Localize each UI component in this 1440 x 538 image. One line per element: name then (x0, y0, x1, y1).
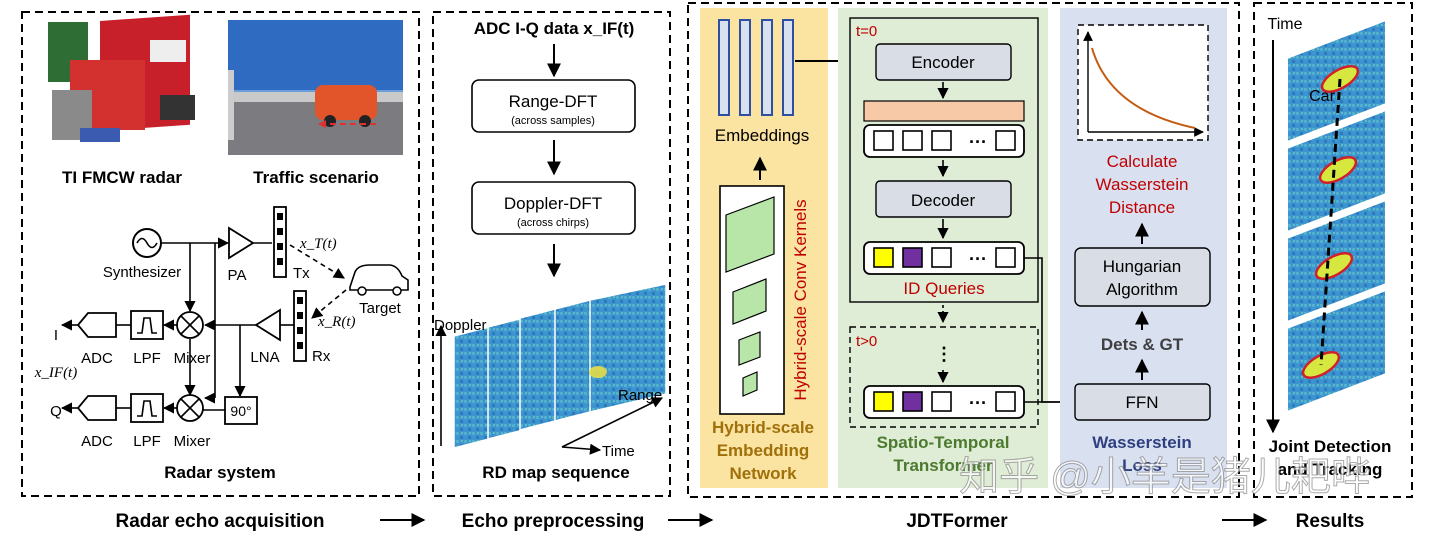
wasser-caption-1: Wasserstein (1092, 433, 1192, 452)
target-car-icon (349, 264, 409, 296)
i-output-label: I (54, 327, 58, 344)
axis-doppler-label: Doppler (434, 317, 487, 334)
hungarian-label-2: Algorithm (1106, 280, 1178, 299)
vertical-dots: ⋮ (935, 344, 953, 364)
ffn-box (1074, 383, 1211, 421)
watermark: 知乎 @小羊是猪儿耙哔 (959, 455, 1371, 499)
rd-map-stack (453, 283, 667, 449)
lpf-i-label: LPF (133, 350, 161, 367)
adc-iq-title: ADC I-Q data x_IF(t) (474, 19, 635, 38)
mixer-i-label: Mixer (174, 350, 211, 367)
st-caption-2: Transformer (893, 456, 993, 475)
rx-label: Rx (312, 348, 331, 365)
rd-map-caption: RD map sequence (482, 463, 629, 482)
target-label: Target (359, 300, 402, 317)
t-gt0-frame (849, 326, 1039, 428)
traffic-caption: Traffic scenario (253, 168, 379, 187)
tx-label: Tx (293, 265, 310, 282)
xt-signal-label: x_T(t) (299, 236, 337, 252)
adc-i-icon (76, 312, 117, 338)
panel-jdtformer-frame (687, 2, 1240, 498)
results-caption-1: Joint Detection (1269, 437, 1392, 456)
lna-amplifier-icon (254, 308, 281, 342)
phase-shifter-label: 90° (230, 403, 251, 419)
range-dft-label: Range-DFT (509, 92, 598, 111)
doppler-dft-sub: (across chirps) (517, 217, 589, 229)
conv-kernels (725, 196, 775, 397)
car-label: Car (1309, 88, 1335, 105)
id-queries-dots: ··· (969, 249, 987, 269)
doppler-dft-box (471, 181, 636, 235)
stage-preprocessing: Echo preprocessing (462, 511, 645, 532)
queries-tgt0-dots: ··· (969, 393, 987, 413)
wasser-caption-2: Loss (1122, 456, 1162, 475)
xif-output-label: x_IF(t) (34, 365, 77, 381)
synthesizer-label: Synthesizer (103, 264, 181, 281)
lpf-q-label: LPF (133, 433, 161, 450)
hybrid-caption-1: Hybrid-scale (712, 418, 814, 437)
encoder-box (875, 43, 1012, 81)
wasser-calc-2: Wasserstein (1096, 175, 1189, 194)
range-dft-sub: (across samples) (511, 115, 595, 127)
loss-curve (1091, 47, 1196, 129)
id-queries-label: ID Queries (903, 279, 984, 298)
tracked-detections (1301, 65, 1360, 379)
panel-preprocessing-frame (432, 11, 671, 497)
embedding-bars (718, 19, 794, 116)
ffn-label: FFN (1125, 393, 1158, 412)
q-output-label: Q (50, 403, 62, 420)
decoder-label: Decoder (911, 191, 976, 210)
stage-acquisition: Radar echo acquisition (115, 511, 324, 532)
traffic-scenario-image (228, 20, 403, 155)
panel-results-frame (1253, 2, 1413, 498)
wasser-calc-3: Distance (1109, 198, 1175, 217)
radar-caption: TI FMCW radar (62, 168, 182, 187)
lna-label: LNA (250, 349, 279, 366)
dets-gt-label: Dets & GT (1101, 335, 1184, 354)
t0-label: t=0 (856, 23, 877, 40)
stage-results: Results (1296, 511, 1365, 532)
hungarian-box (1074, 247, 1211, 307)
pa-amplifier-icon (228, 226, 255, 260)
adc-i-label: ADC (81, 350, 113, 367)
range-dft-box (471, 79, 636, 133)
doppler-dft-label: Doppler-DFT (504, 194, 602, 213)
pa-label: PA (228, 267, 247, 284)
results-caption-2: and Tracking (1278, 460, 1383, 479)
xr-signal-label: x_R(t) (317, 314, 355, 330)
wasser-calc-1: Calculate (1107, 152, 1178, 171)
results-time-label: Time (1268, 16, 1303, 33)
adc-q-icon (76, 395, 117, 421)
axis-range-label: Range (618, 387, 662, 404)
t0-frame (849, 17, 1039, 303)
mixer-q-label: Mixer (174, 433, 211, 450)
hybrid-kernels-label: Hybrid-scale Conv Kernels (791, 199, 810, 400)
st-caption-1: Spatio-Temporal (877, 433, 1010, 452)
axis-time-label: Time (602, 443, 635, 460)
decoder-box (875, 180, 1012, 218)
lpf-i-icon (130, 310, 164, 340)
loss-curve-frame (1077, 24, 1209, 141)
queries-row-1-dots: ··· (969, 132, 987, 152)
hybrid-caption-3: Network (729, 464, 797, 483)
panel-acquisition-frame (21, 11, 420, 497)
radar-system-caption: Radar system (164, 463, 276, 482)
encoder-label: Encoder (911, 53, 975, 72)
lpf-q-icon (130, 393, 164, 423)
stage-jdtformer: JDTFormer (906, 511, 1008, 532)
embeddings-label: Embeddings (715, 126, 810, 145)
t-gt0-label: t>0 (856, 333, 877, 350)
adc-q-label: ADC (81, 433, 113, 450)
tx-antenna-icon (273, 206, 287, 278)
rx-antenna-icon (293, 290, 307, 362)
radar-board-image (40, 14, 200, 155)
hungarian-label-1: Hungarian (1103, 257, 1181, 276)
hybrid-caption-2: Embedding (717, 441, 810, 460)
encoder-output-bar (863, 100, 1025, 122)
